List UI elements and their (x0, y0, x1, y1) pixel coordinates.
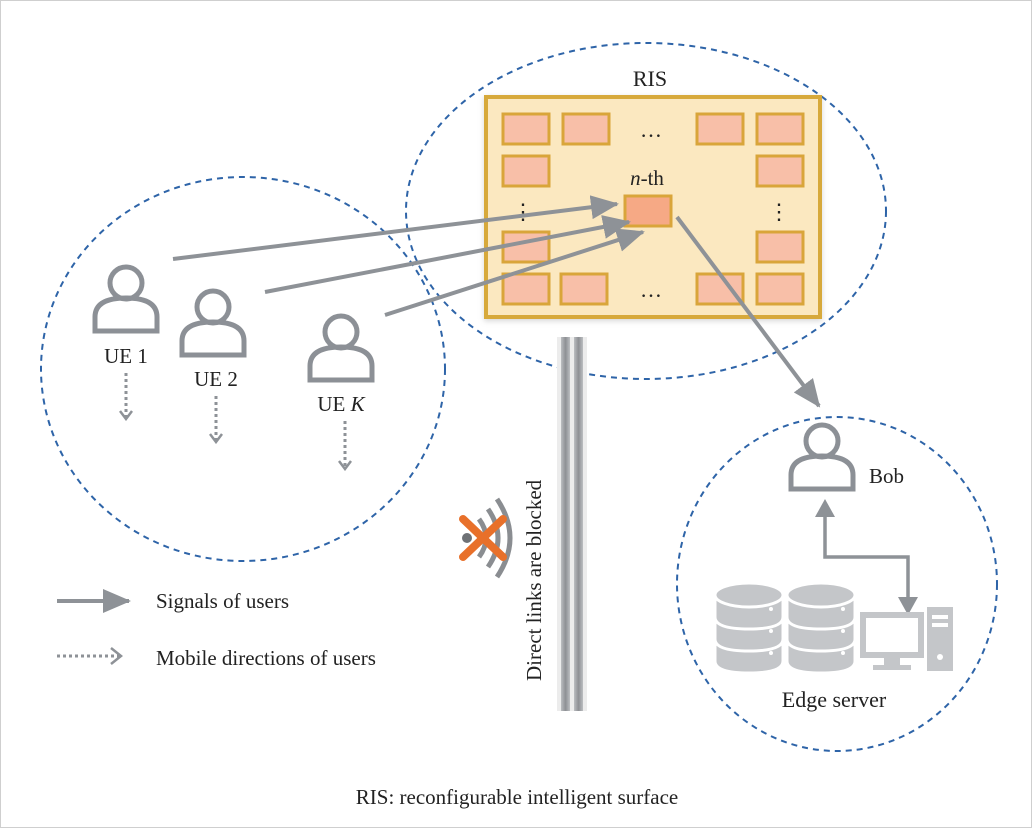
ris-element (559, 272, 609, 306)
ris-element (755, 112, 805, 146)
ris-element (501, 112, 551, 146)
edge-region-circle (676, 416, 998, 752)
ris-element (501, 154, 551, 188)
wall-label: Direct links are blocked (522, 479, 546, 681)
ris-ellipsis-bottom: … (640, 277, 662, 302)
ris-element (695, 112, 745, 146)
nth-element-label: n-th (630, 166, 664, 190)
uek-label-var: K (350, 392, 366, 416)
ris-ellipsis-top: … (640, 117, 662, 142)
legend-mobile-label: Mobile directions of users (156, 646, 376, 670)
blocked-signal-icon (459, 497, 513, 579)
ris-element (501, 272, 551, 306)
reflected-signal-arrow (675, 215, 821, 408)
ris-label: RIS (633, 66, 667, 91)
computer-icon (860, 607, 953, 671)
signal-arrow-uek (384, 228, 645, 317)
bob-server-link (823, 503, 910, 609)
server-database-icon (713, 581, 857, 675)
ris-element-nth (623, 194, 673, 228)
ue1-label: UE 1 (104, 344, 148, 368)
ris-element (755, 272, 805, 306)
ris-element (501, 230, 551, 264)
ris-vdots-right: ⋮ (768, 199, 790, 224)
ris-elements (501, 112, 805, 306)
nth-element-label-suffix: -th (641, 166, 665, 190)
ris-element (755, 154, 805, 188)
ris-region-circle (405, 42, 887, 380)
ris-vdots-left: ⋮ (512, 199, 534, 224)
caption: RIS: reconfigurable intelligent surface (356, 785, 678, 809)
bob-label: Bob (869, 464, 904, 488)
uek-label: UE K (317, 392, 365, 416)
ris-element (695, 272, 745, 306)
ue2-label: UE 2 (194, 367, 238, 391)
signal-arrow-ue1 (172, 195, 619, 261)
uek-label-prefix: UE (317, 392, 350, 416)
uek-icon (307, 313, 375, 383)
ue1-icon (92, 264, 160, 334)
users-region-circle (40, 176, 446, 562)
legend-signals-label: Signals of users (156, 589, 289, 613)
legend: Signals of users Mobile directions of us… (57, 589, 376, 670)
ris-element (561, 112, 611, 146)
ris-element (755, 230, 805, 264)
blocking-wall (557, 337, 587, 711)
signal-arrow-ue2 (264, 215, 631, 294)
nth-element-label-var: n (630, 166, 641, 190)
ue2-icon (179, 288, 247, 358)
edge-server-label: Edge server (782, 687, 887, 712)
bob-icon (788, 422, 856, 492)
